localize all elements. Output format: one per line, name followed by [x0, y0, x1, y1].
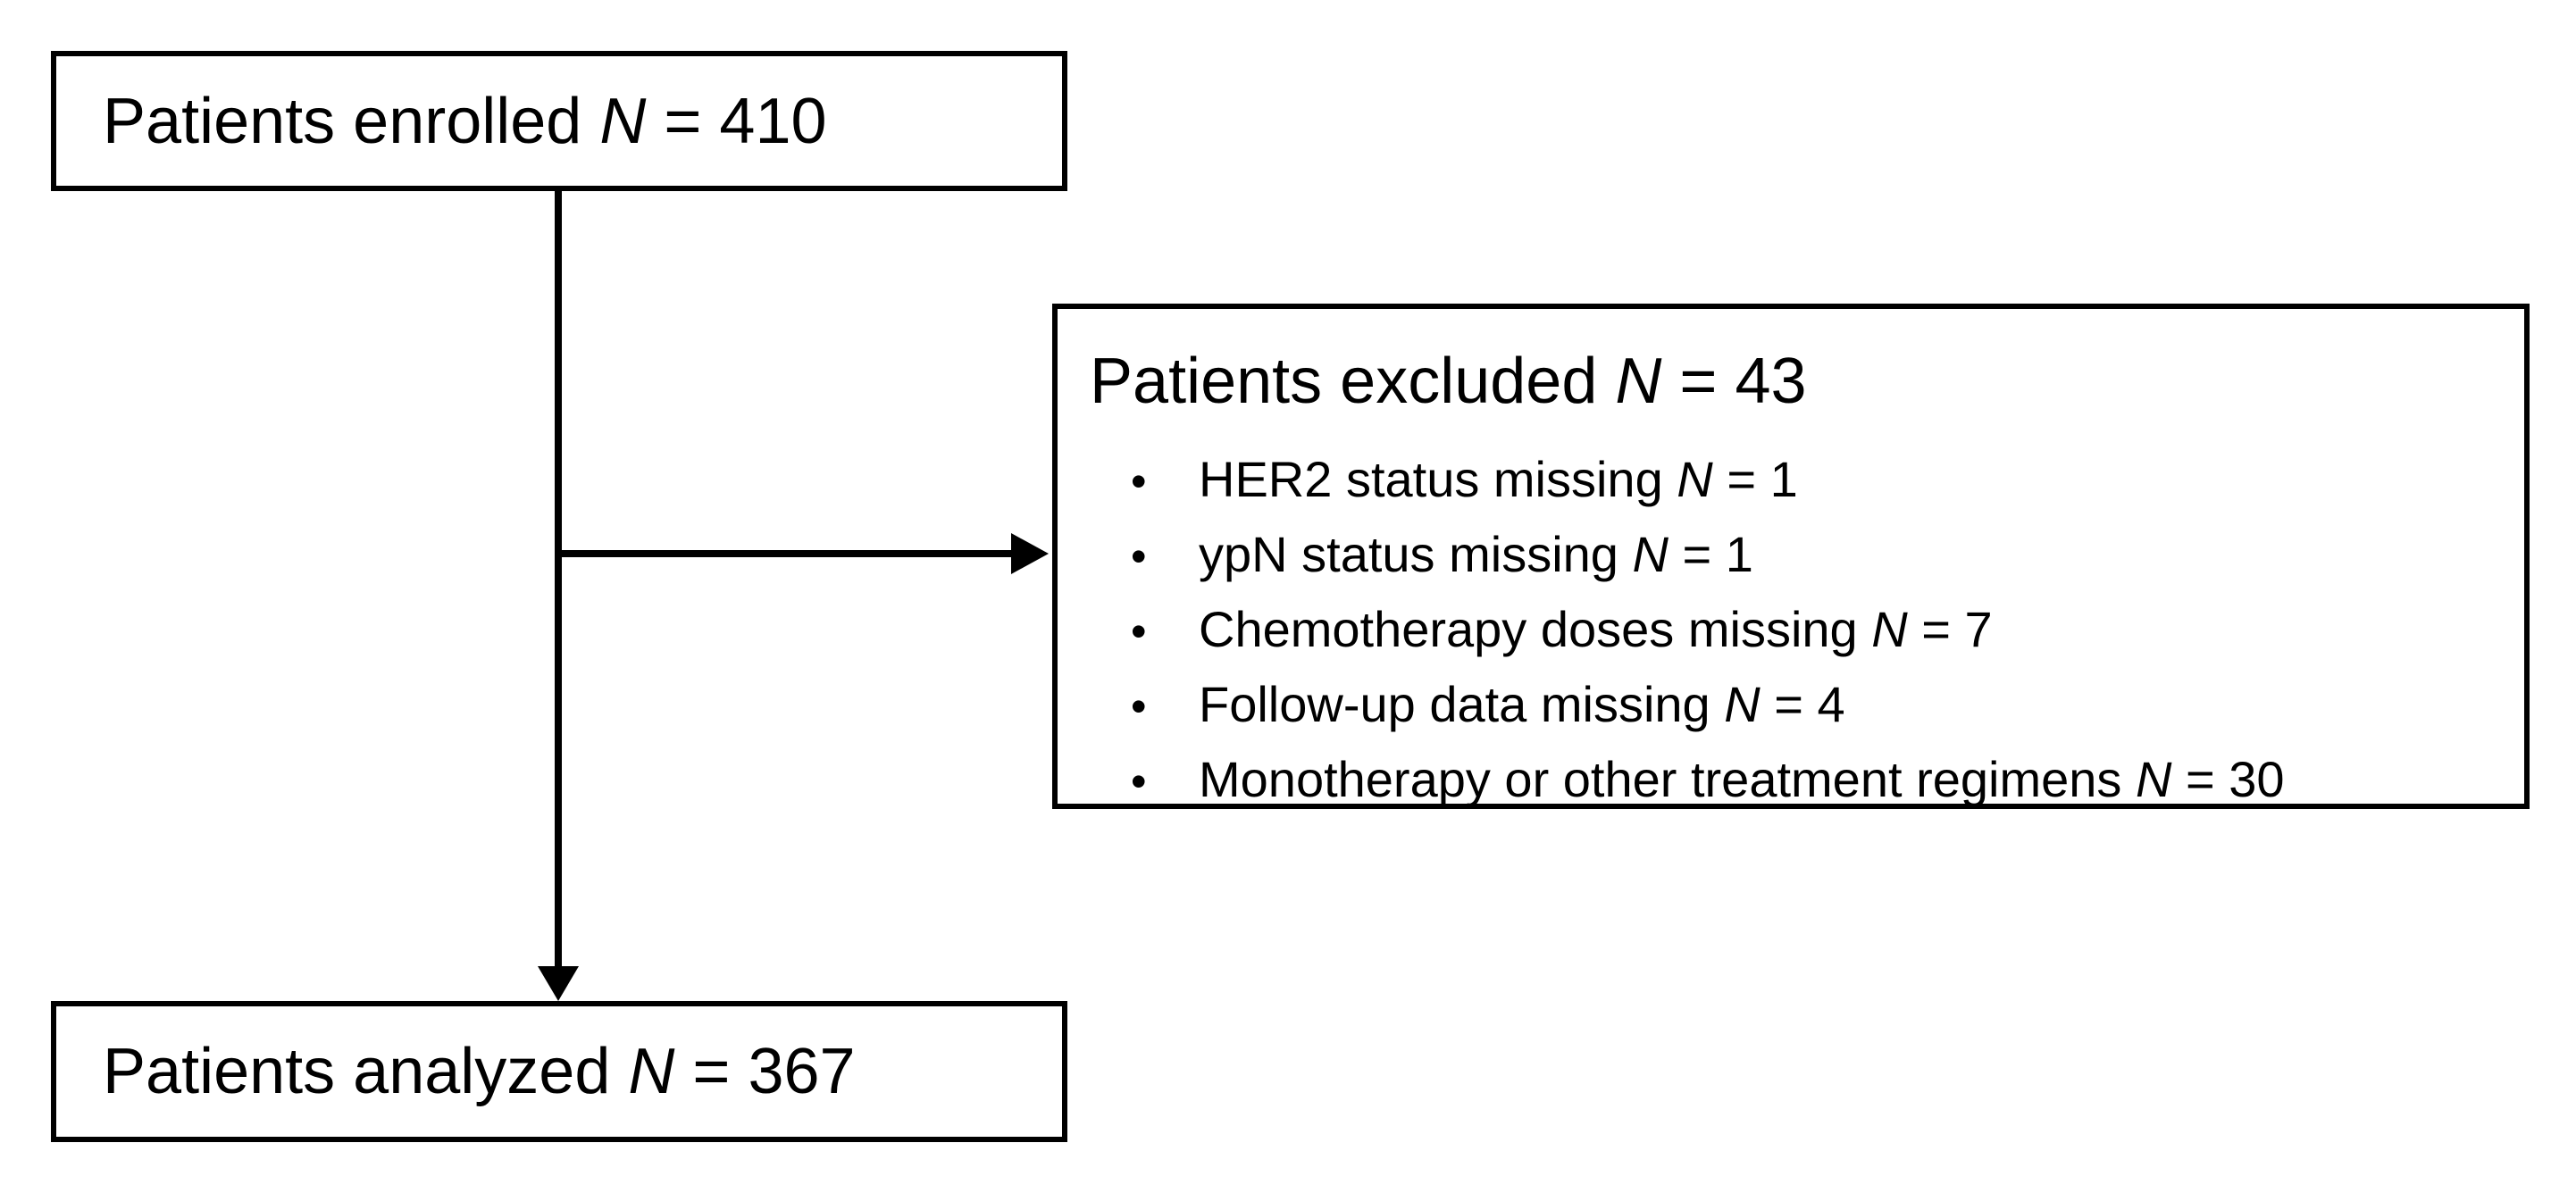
analyzed-label-text: Patients analyzed	[103, 1036, 611, 1107]
excluded-box: Patients excluded N = 43 • HER2 status m…	[1052, 304, 2530, 809]
enrolled-label-text: Patients enrolled	[103, 85, 582, 157]
n-symbol: N	[628, 1036, 675, 1107]
n-value: = 1	[1682, 526, 1753, 582]
n-symbol: N	[599, 85, 647, 157]
excluded-item-label: ypN status missing	[1199, 526, 1618, 582]
n-symbol: N	[1615, 346, 1662, 417]
analyzed-box: Patients analyzed N = 367	[51, 1001, 1067, 1142]
n-value: = 30	[2185, 751, 2285, 807]
list-item: • ypN status missing N = 1	[1131, 518, 2497, 593]
n-value: = 410	[664, 85, 827, 157]
excluded-item-label: Chemotherapy doses missing	[1199, 601, 1858, 657]
arrowhead-right-icon	[1011, 533, 1049, 574]
excluded-reasons-list: • HER2 status missing N = 1 • ypN status…	[1090, 443, 2497, 818]
n-value: = 4	[1774, 676, 1845, 732]
n-value: = 43	[1679, 346, 1807, 417]
n-symbol: N	[1677, 451, 1713, 507]
n-value: = 7	[1921, 601, 1993, 657]
enrolled-box-label: Patients enrolled N = 410	[103, 85, 827, 158]
excluded-item-text: ypN status missing N = 1	[1199, 518, 1753, 591]
n-value: = 1	[1727, 451, 1798, 507]
arrowhead-down-icon	[538, 966, 579, 1001]
excluded-title-text: Patients excluded	[1090, 346, 1598, 417]
list-item: • Monotherapy or other treatment regimen…	[1131, 743, 2497, 818]
n-symbol: N	[2135, 751, 2172, 807]
bullet-icon: •	[1131, 681, 1147, 731]
excluded-item-label: Monotherapy or other treatment regimens	[1199, 751, 2122, 807]
n-symbol: N	[1632, 526, 1669, 582]
excluded-item-label: Follow-up data missing	[1199, 676, 1710, 732]
excluded-item-text: Monotherapy or other treatment regimens …	[1199, 743, 2285, 816]
list-item: • Chemotherapy doses missing N = 7	[1131, 593, 2497, 668]
excluded-item-label: HER2 status missing	[1199, 451, 1663, 507]
list-item: • HER2 status missing N = 1	[1131, 443, 2497, 518]
n-symbol: N	[1871, 601, 1908, 657]
enrolled-box: Patients enrolled N = 410	[51, 51, 1067, 191]
bullet-icon: •	[1131, 756, 1147, 806]
excluded-item-text: Chemotherapy doses missing N = 7	[1199, 593, 1993, 666]
excluded-item-text: Follow-up data missing N = 4	[1199, 668, 1845, 741]
n-symbol: N	[1724, 676, 1761, 732]
n-value: = 367	[692, 1036, 856, 1107]
bullet-icon: •	[1131, 456, 1147, 506]
excluded-box-title: Patients excluded N = 43	[1090, 345, 2497, 418]
bullet-icon: •	[1131, 606, 1147, 656]
excluded-item-text: HER2 status missing N = 1	[1199, 443, 1798, 516]
analyzed-box-label: Patients analyzed N = 367	[103, 1035, 856, 1108]
bullet-icon: •	[1131, 531, 1147, 581]
list-item: • Follow-up data missing N = 4	[1131, 668, 2497, 743]
